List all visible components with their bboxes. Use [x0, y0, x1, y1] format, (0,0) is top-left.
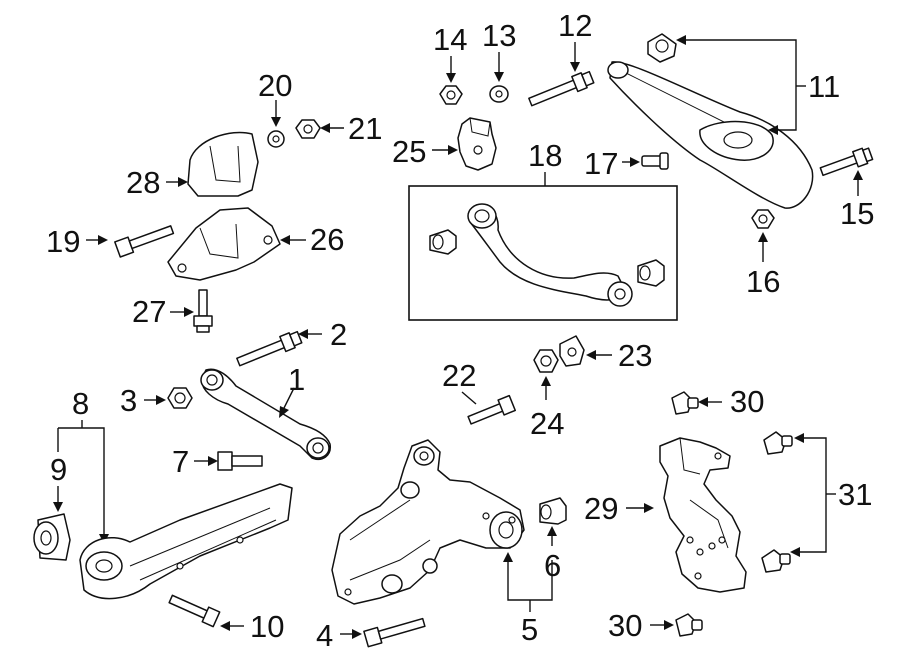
- callout-29: 29: [584, 491, 618, 526]
- callout-19: 19: [46, 224, 80, 259]
- part-15-bolt: [819, 147, 874, 177]
- arrow-27: [184, 307, 194, 317]
- part-31-bolt-upper: [763, 431, 793, 455]
- leader-11: [676, 35, 806, 135]
- arrow-30-top: [698, 397, 708, 407]
- callout-15: 15: [840, 196, 874, 231]
- leader-8-9: [53, 420, 109, 544]
- part-29-bracket: [659, 437, 747, 593]
- callout-4: 4: [316, 618, 333, 653]
- arrow-17: [630, 157, 640, 167]
- part-27-bolt: [193, 289, 213, 333]
- part-24-nut: [533, 349, 559, 373]
- arrow-5: [503, 552, 513, 562]
- part-14-nut: [439, 85, 463, 105]
- callout-25: 25: [392, 134, 426, 169]
- callout-1: 1: [288, 362, 305, 397]
- part-30-bolt-top: [671, 391, 699, 415]
- callout-3: 3: [120, 383, 137, 418]
- part-25-bracket: [457, 117, 497, 171]
- callout-11: 11: [808, 69, 840, 104]
- arrow-6: [547, 526, 557, 536]
- part-30-bolt-bottom: [675, 613, 703, 637]
- callout-12: 12: [558, 8, 592, 43]
- part-8-trailing-arm: [79, 483, 293, 600]
- part-31-bolt-lower: [761, 549, 791, 573]
- arrow-24: [541, 376, 551, 386]
- part-11-upper-control-arm: [607, 33, 814, 209]
- arrow-21: [320, 123, 330, 133]
- callout-18: 18: [528, 138, 562, 173]
- part-9-bushing: [33, 513, 71, 561]
- arrow-16: [758, 232, 768, 242]
- callout-14: 14: [433, 22, 467, 57]
- part-21-nut: [295, 119, 321, 139]
- arrow-1: [279, 406, 289, 418]
- callout-22: 22: [442, 358, 476, 393]
- part-20-washer: [267, 130, 285, 148]
- part-10-bolt: [168, 594, 221, 628]
- callout-5: 5: [521, 612, 538, 647]
- callout-23: 23: [618, 338, 652, 373]
- callout-9: 9: [50, 452, 67, 487]
- arrow-3: [156, 395, 166, 405]
- callout-28: 28: [126, 165, 160, 200]
- part-3-nut: [167, 387, 193, 409]
- callout-21: 21: [348, 111, 382, 146]
- callout-17: 17: [584, 146, 618, 181]
- callout-24: 24: [530, 406, 564, 441]
- part-22-bolt: [467, 394, 516, 425]
- arrow-10: [220, 621, 230, 631]
- callout-31: 31: [838, 477, 872, 512]
- part-12-bolt: [528, 70, 595, 107]
- arrow-2: [298, 329, 308, 339]
- callout-2: 2: [330, 317, 347, 352]
- part-4-bolt: [363, 617, 426, 648]
- callout-10: 10: [250, 609, 284, 644]
- arrow-19: [98, 235, 108, 245]
- callout-30-bottom: 30: [608, 608, 642, 643]
- callout-27: 27: [132, 294, 166, 329]
- part-26-mount-bracket: [167, 207, 281, 281]
- callout-7: 7: [172, 444, 189, 479]
- arrow-23: [586, 350, 596, 360]
- arrow-25: [448, 145, 458, 155]
- arrow-12: [570, 62, 580, 72]
- callout-26: 26: [310, 222, 344, 257]
- part-17-stud: [641, 152, 669, 170]
- callout-30-top: 30: [730, 384, 764, 419]
- callout-13: 13: [482, 18, 516, 53]
- part-19-bolt: [114, 225, 175, 258]
- arrow-29: [644, 503, 654, 513]
- arrow-7: [208, 456, 218, 466]
- arrow-15: [853, 170, 863, 180]
- arrow-13: [494, 72, 504, 82]
- part-1-lower-link: [200, 368, 331, 460]
- part-23-plate: [559, 335, 585, 367]
- part-28-mount-cap: [187, 131, 259, 197]
- arrow-28: [178, 177, 188, 187]
- callout-8: 8: [72, 386, 89, 421]
- arrow-26: [280, 235, 290, 245]
- leader-31: [790, 433, 836, 557]
- arrow-20: [271, 117, 281, 127]
- callout-20: 20: [258, 68, 292, 103]
- part-7-bolt: [217, 451, 263, 471]
- leader-22: [461, 391, 477, 405]
- part-5-knuckle: [331, 439, 525, 605]
- callout-16: 16: [746, 264, 780, 299]
- part-6-bushing: [539, 497, 567, 525]
- part-13-washer: [489, 85, 509, 103]
- arrow-14: [446, 73, 456, 83]
- part-18-lateral-link: [429, 203, 665, 307]
- part-18-box: [408, 185, 678, 321]
- part-16-nut: [751, 209, 775, 229]
- arrow-4: [352, 629, 362, 639]
- callout-6: 6: [544, 548, 561, 583]
- part-2-bolt: [236, 330, 303, 367]
- arrow-30-bottom: [664, 620, 674, 630]
